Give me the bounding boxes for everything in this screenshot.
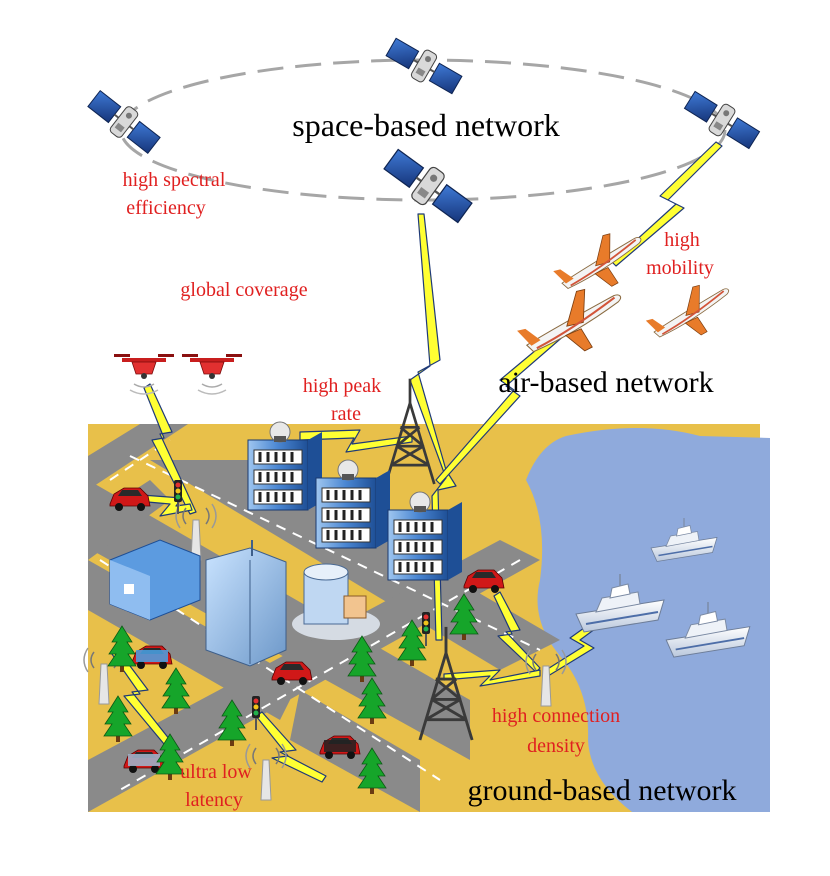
link-drone-base <box>143 383 197 515</box>
link-satellite-tower <box>409 213 457 641</box>
drone-icon <box>181 353 243 395</box>
car-icon <box>319 735 361 760</box>
city-building-icon <box>109 539 201 621</box>
car-icon <box>131 645 173 670</box>
attribute-labels: high spectral efficiency global coverage… <box>123 169 714 811</box>
spectral-efficiency-label: high spectral <box>123 169 226 191</box>
connection-density-label: density <box>527 735 585 757</box>
satellite-icon <box>680 85 764 155</box>
round-building-icon <box>292 563 380 640</box>
latency-label: latency <box>185 789 243 811</box>
space-network-label: space-based network <box>292 107 559 143</box>
latency-label: ultra low <box>180 761 252 783</box>
peak-rate-label: rate <box>331 403 361 425</box>
car-icon <box>123 749 165 774</box>
air-network-label: air-based network <box>498 366 713 399</box>
mobility-label: high <box>664 229 700 251</box>
link-base-tower <box>443 669 541 687</box>
ground-network-label: ground-based network <box>467 774 736 807</box>
satellite-icon <box>378 142 478 230</box>
peak-rate-label: high peak <box>303 375 381 397</box>
spectral-efficiency-label: efficiency <box>126 197 206 219</box>
airplane-icon <box>639 274 742 354</box>
global-coverage-label: global coverage <box>180 279 307 301</box>
link-light-base <box>255 711 327 783</box>
link-satellite-plane <box>611 141 723 267</box>
connection-density-label: high connection <box>492 705 620 727</box>
link-plane-tower <box>435 329 567 485</box>
glass-tower-icon <box>205 540 287 667</box>
satellite-icon <box>382 32 466 100</box>
airplane-icon <box>546 221 655 306</box>
satellite-icon <box>83 84 165 160</box>
mobility-label: mobility <box>646 257 714 279</box>
